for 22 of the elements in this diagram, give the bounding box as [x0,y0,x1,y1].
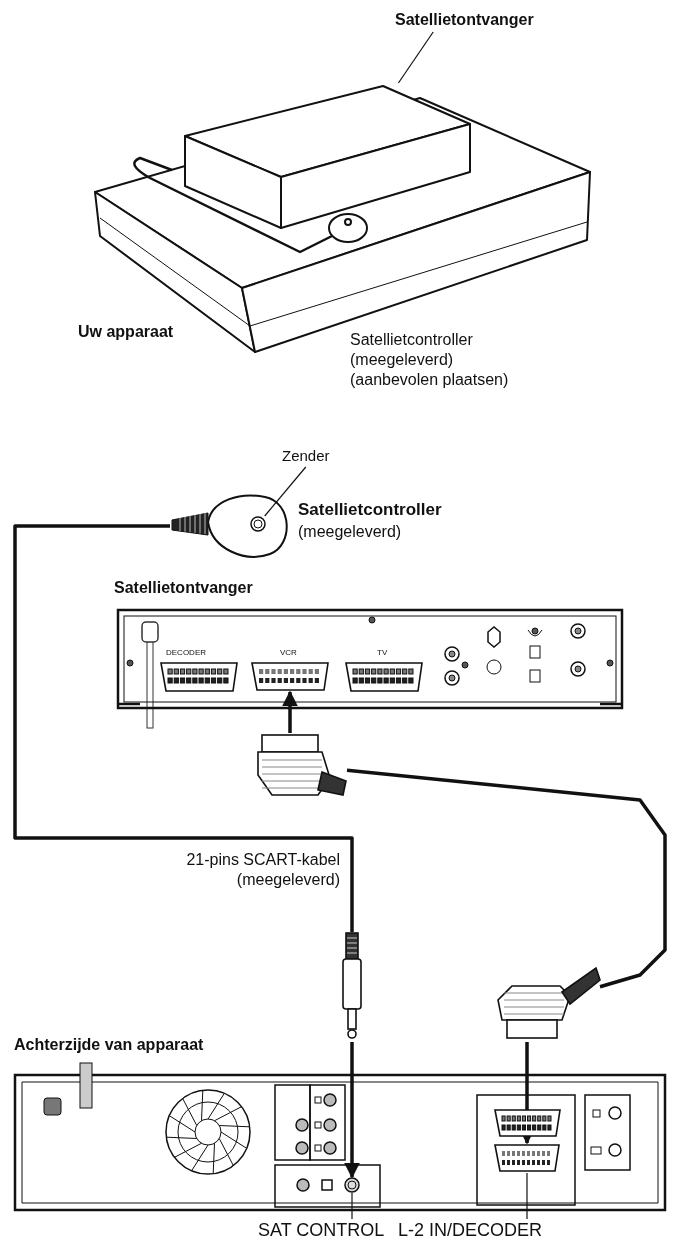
leader-line [351,1192,353,1220]
port-label: VCR [280,648,297,658]
device-heading: Satellietontvanger [114,578,253,598]
part-label: Zender [282,445,348,467]
part-label: SAT CONTROL [258,1219,395,1241]
cable-label: 21-pins SCART-kabel (meegeleverd) [185,850,340,890]
part-note: Satellietcontroller (meegeleverd) (aanbevolen plaatsen) [350,330,510,390]
arrow [344,1042,360,1179]
device-label: Uw apparaat [78,322,174,342]
arrow [282,690,298,733]
leader-line [264,466,307,517]
port-label: TV [377,648,388,658]
part-note: (meegeleverd) [298,522,402,542]
device-heading: Achterzijde van apparaat [14,1035,204,1055]
cable [13,524,354,932]
cable [346,768,667,989]
leader-line [526,1172,528,1220]
part-label: Satellietontvanger [395,8,580,32]
part-label: Satellietcontroller [298,500,442,520]
leader-line [397,31,434,84]
port-label: DECODER [166,648,206,658]
part-label: L-2 IN/DECODER [398,1219,588,1241]
